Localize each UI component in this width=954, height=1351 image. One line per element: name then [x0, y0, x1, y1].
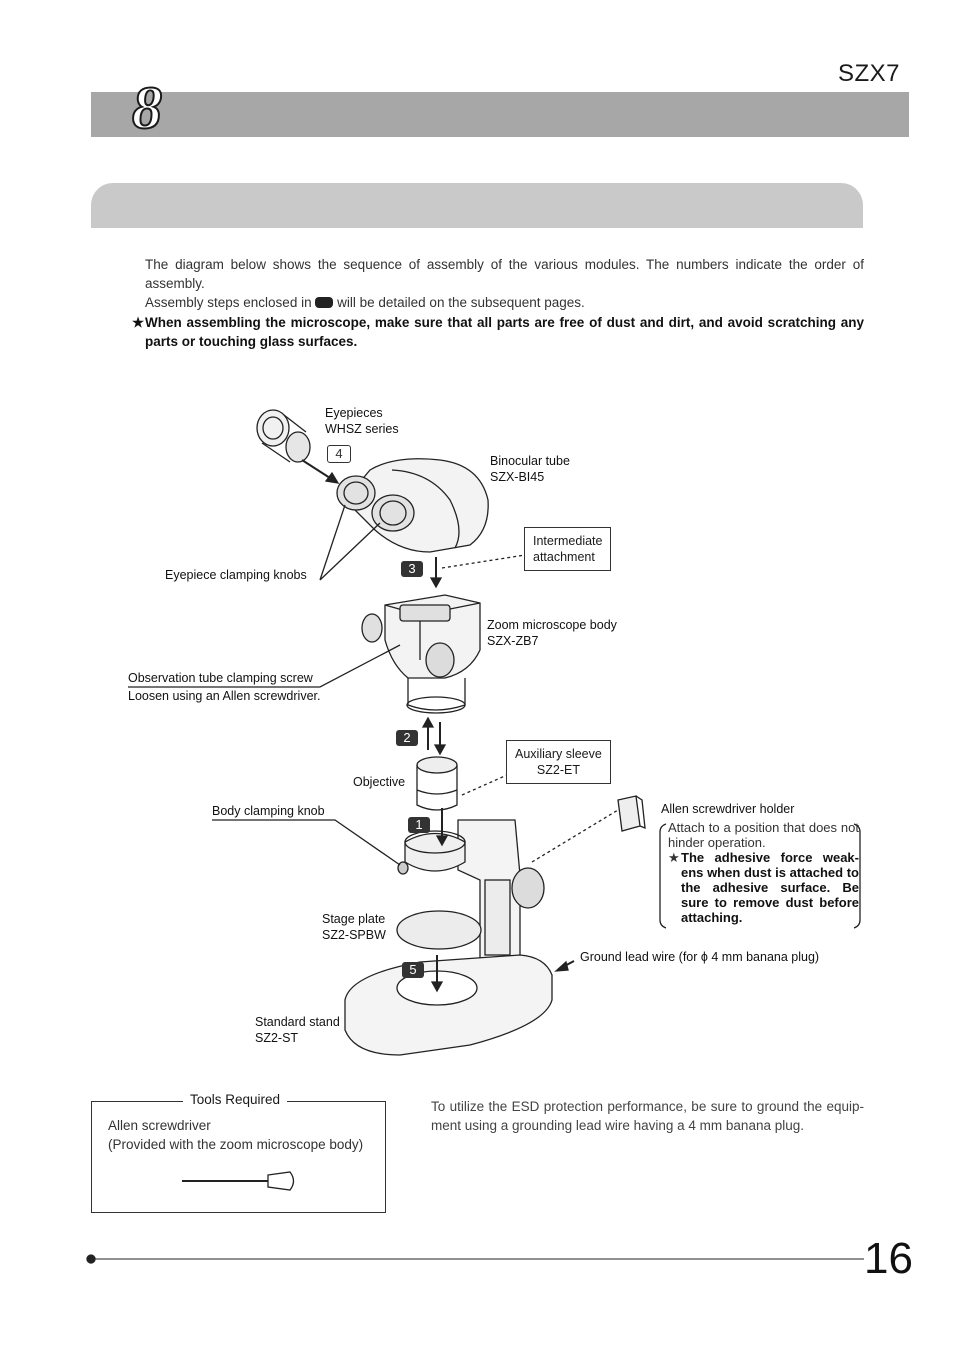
- section-tab: [91, 183, 863, 228]
- intro-steps-before: Assembly steps enclosed in: [145, 295, 312, 310]
- label-intermediate-attachment: Intermediate attachment: [524, 527, 612, 571]
- tools-list: Allen screwdriver (Provided with the zoo…: [108, 1116, 363, 1154]
- screwdriver-illustration: [182, 1171, 295, 1191]
- intro-paragraph: The diagram below shows the sequence of …: [145, 257, 864, 291]
- tools-item-note: (Provided with the zoom microscope body): [108, 1137, 364, 1152]
- label-zoom-body: Zoom microscope body SZX-ZB7: [487, 618, 617, 648]
- label-binocular-tube: Binocular tube SZX-BI45: [490, 454, 570, 484]
- stage-plate-illustration: [396, 910, 482, 950]
- tools-item: Allen screwdriver: [108, 1118, 211, 1133]
- label-eyepiece-knobs: Eyepiece clamping knobs: [165, 568, 307, 582]
- tools-title: Tools Required: [183, 1092, 288, 1107]
- label-stage-plate: Stage plate SZ2-SPBW: [322, 912, 386, 942]
- zoom-body-illustration: [361, 594, 481, 714]
- label-observation-screw: Observation tube clamping screw: [128, 671, 313, 685]
- holder-warning-text: The adhesive force weak-ens when dust is…: [681, 850, 859, 925]
- step-badge-2: 2: [396, 730, 418, 746]
- intro-steps-after: will be detailed on the subsequent pages…: [337, 295, 585, 310]
- label-auxiliary-sleeve: Auxiliary sleeve SZ2-ET: [506, 740, 611, 784]
- stand-illustration: [344, 819, 553, 1056]
- label-eyepieces: Eyepieces WHSZ series: [325, 406, 399, 436]
- step-badge-1: 1: [408, 817, 430, 833]
- esd-note: To utilize the ESD protection performanc…: [431, 1099, 864, 1133]
- step-badge-4: 4: [327, 445, 351, 463]
- objective-illustration: [416, 756, 458, 811]
- holder-note: Attach to a position that does not hinde…: [661, 820, 859, 925]
- step-badge-3: 3: [401, 561, 423, 577]
- step-badge-5: 5: [402, 962, 424, 978]
- intro-assembly-steps: Assembly steps enclosed in will be detai…: [145, 293, 864, 312]
- eyepiece-illustration: [256, 409, 311, 463]
- holder-note-text: Attach to a position that does not hinde…: [668, 820, 859, 850]
- label-body-clamping-knob: Body clamping knob: [212, 804, 325, 818]
- chapter-bar: [91, 92, 909, 137]
- binocular-tube-illustration: [336, 458, 489, 553]
- label-ground-lead: Ground lead wire (for ϕ 4 mm banana plug…: [580, 950, 820, 964]
- caution-note: ★ When assembling the microscope, make s…: [132, 313, 864, 351]
- holder-warning: ★ The adhesive force weak-ens when dust …: [661, 850, 859, 925]
- page-number: 16: [864, 1234, 913, 1283]
- label-observation-screw-note: Loosen using an Allen screwdriver.: [128, 689, 321, 703]
- holder-illustration: [617, 795, 646, 832]
- step-box-marker: [315, 297, 334, 308]
- chapter-number: 8: [131, 75, 163, 141]
- model-name: SZX7: [838, 60, 901, 87]
- label-objective: Objective: [353, 775, 406, 789]
- label-holder: Allen screwdriver holder: [661, 802, 795, 816]
- star-icon: ★: [668, 850, 680, 865]
- label-standard-stand: Standard stand SZ2-ST: [255, 1015, 340, 1045]
- star-icon: ★: [132, 315, 145, 330]
- caution-text: When assembling the microscope, make sur…: [145, 315, 864, 349]
